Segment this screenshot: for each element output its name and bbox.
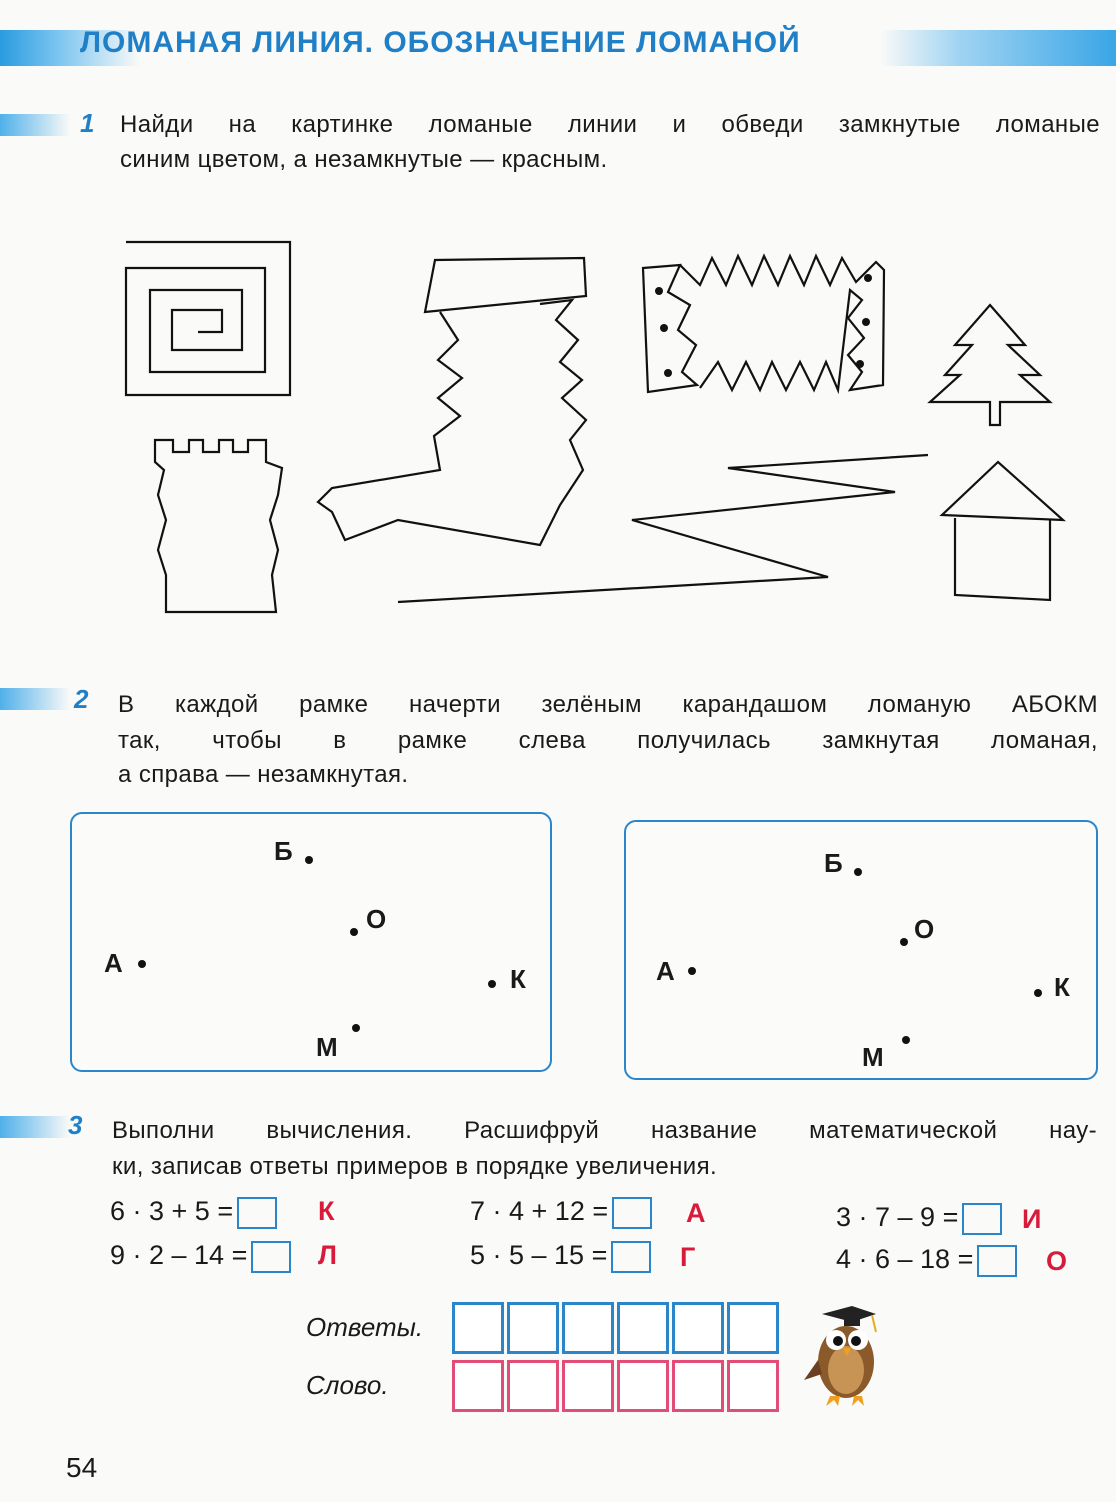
- word-cell[interactable]: [507, 1360, 559, 1412]
- example-2-letter: А: [686, 1198, 706, 1228]
- page-number: 54: [66, 1452, 98, 1483]
- answer-cell[interactable]: [562, 1302, 614, 1354]
- answer-cell[interactable]: [672, 1302, 724, 1354]
- point-k-label: К: [510, 964, 526, 994]
- example-6: 4 · 6 – 18 =: [836, 1244, 1018, 1277]
- task-1-marker: [0, 114, 70, 136]
- point-b[interactable]: [305, 856, 313, 864]
- point-k-label: К: [1054, 972, 1070, 1002]
- point-a[interactable]: [688, 967, 696, 975]
- answer-box[interactable]: [612, 1196, 653, 1229]
- word-label: Слово.: [306, 1370, 389, 1400]
- point-b-label: Б: [274, 836, 293, 866]
- point-o[interactable]: [350, 928, 358, 936]
- task-3-line-2: ки, записав ответы примеров в порядке ув…: [112, 1153, 718, 1180]
- answers-label: Ответы.: [306, 1312, 424, 1342]
- example-2: 7 · 4 + 12 =: [470, 1196, 653, 1229]
- word-cell[interactable]: [727, 1360, 779, 1412]
- task-1-line-1: Найди на картинке ломаные линии и обведи…: [120, 111, 1100, 138]
- polyline-figures: [124, 240, 1067, 614]
- point-k[interactable]: [488, 980, 496, 988]
- task-1-number: 1: [80, 108, 95, 138]
- answer-cell[interactable]: [507, 1302, 559, 1354]
- task-3-marker: [0, 1116, 70, 1138]
- answer-cell[interactable]: [617, 1302, 669, 1354]
- header-bar: [0, 30, 1116, 66]
- example-4-letter: Л: [318, 1240, 337, 1270]
- zigzag-figure: [397, 453, 929, 604]
- point-m[interactable]: [352, 1024, 360, 1032]
- task-3-line-1: Выполни вычисления. Расшифруй название м…: [112, 1117, 1097, 1144]
- boot-top-figure: [423, 256, 588, 314]
- word-cell[interactable]: [617, 1360, 669, 1412]
- task-2-line-2: так, чтобы в рамке слева получилась замк…: [118, 727, 1098, 754]
- task-3-number: 3: [68, 1110, 83, 1140]
- page-title: ЛОМАНАЯ ЛИНИЯ. ОБОЗНАЧЕНИЕ ЛОМАНОЙ: [80, 26, 801, 59]
- point-a-label: А: [656, 956, 675, 986]
- answer-box[interactable]: [611, 1240, 652, 1273]
- point-a-label: А: [104, 948, 123, 978]
- frame-open-polyline[interactable]: Б О А К М: [624, 820, 1098, 1080]
- point-a[interactable]: [138, 960, 146, 968]
- example-1: 6 · 3 + 5 =: [110, 1196, 278, 1229]
- task-2-number: 2: [74, 684, 89, 714]
- task-1-line-2: синим цветом, а незамкнутые — красным.: [120, 146, 608, 173]
- candy-figure: [641, 263, 700, 394]
- example-5-letter: Г: [680, 1242, 696, 1272]
- answer-cell[interactable]: [727, 1302, 779, 1354]
- point-o[interactable]: [900, 938, 908, 946]
- example-1-letter: К: [318, 1196, 335, 1226]
- word-cell[interactable]: [562, 1360, 614, 1412]
- point-o-label: О: [366, 904, 387, 934]
- answer-box[interactable]: [237, 1196, 278, 1229]
- point-m-label: М: [316, 1032, 338, 1062]
- point-m[interactable]: [902, 1036, 910, 1044]
- word-cell[interactable]: [672, 1360, 724, 1412]
- task-2-line-3: а справа — незамкнутая.: [118, 761, 409, 788]
- answer-cell[interactable]: [452, 1302, 504, 1354]
- task-2-marker: [0, 688, 70, 710]
- point-b[interactable]: [854, 868, 862, 876]
- example-6-letter: О: [1046, 1246, 1068, 1276]
- tower-figure: [153, 438, 284, 614]
- point-m-label: М: [862, 1042, 884, 1072]
- example-3: 3 · 7 – 9 =: [836, 1202, 1003, 1235]
- example-3-letter: И: [1022, 1204, 1042, 1234]
- boot-figure: [316, 298, 588, 547]
- answer-box[interactable]: [977, 1244, 1018, 1277]
- point-k[interactable]: [1034, 989, 1042, 997]
- task-2-line-1: В каждой рамке начерти зелёным карандашо…: [118, 691, 1098, 718]
- example-4: 9 · 2 – 14 =: [110, 1240, 292, 1273]
- word-cell[interactable]: [452, 1360, 504, 1412]
- point-o-label: О: [914, 914, 935, 944]
- spiral-figure: [124, 240, 292, 397]
- answer-box[interactable]: [962, 1202, 1003, 1235]
- owl-scholar-icon: [804, 1306, 877, 1406]
- frame-closed-polyline[interactable]: Б О А К М: [70, 812, 552, 1072]
- house-figure: [939, 460, 1067, 522]
- example-5: 5 · 5 – 15 =: [470, 1240, 652, 1273]
- point-b-label: Б: [824, 848, 843, 878]
- tree-figure: [927, 303, 1053, 427]
- answer-box[interactable]: [251, 1240, 292, 1273]
